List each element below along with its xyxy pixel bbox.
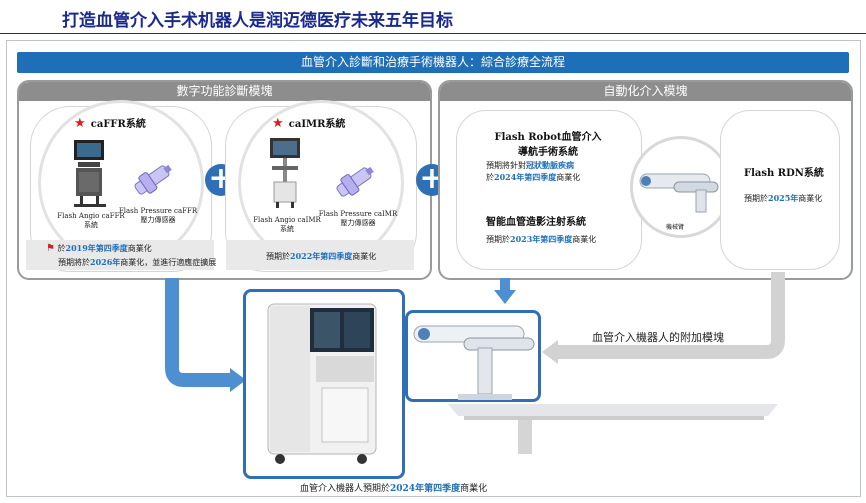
- star-icon: ★: [272, 116, 284, 131]
- caimr-sensor-image: [336, 166, 374, 197]
- automation-header: 自動化介入模塊: [440, 82, 851, 101]
- center-flow-arrowhead: [494, 290, 516, 304]
- caffr-sensor-image: [134, 164, 172, 195]
- caffr-device1-label: Flash Angio caFFR 系統: [57, 212, 125, 229]
- robot-arm-label: 機械臂: [666, 224, 685, 231]
- caffr-console-image: [74, 140, 106, 207]
- injection-name: 智能血管造影注射系統: [486, 217, 586, 228]
- caffr-circle: [38, 100, 204, 266]
- figure-frame: [6, 40, 861, 497]
- rdn-line: 預期於2025年商業化: [744, 193, 823, 203]
- robot-arm-table-image: [413, 325, 778, 454]
- addon-flow-arrowhead: [542, 340, 558, 364]
- page-title: 打造血管介入手术机器人是润迈德医疗未来五年目标: [62, 11, 453, 31]
- left-flow-arrowhead: [230, 368, 246, 392]
- robot-arm-frame: [405, 310, 541, 402]
- caffr-note-strip: [26, 240, 214, 270]
- addon-flow-arrow: [556, 272, 785, 359]
- robot-cart-image: [267, 303, 377, 464]
- caffr-title: ★ caFFR系統: [74, 116, 146, 131]
- caffr-note1: ⚑ 於2019年第四季度商業化: [46, 243, 152, 254]
- addon-label: 血管介入機器人的附加模塊: [592, 331, 724, 344]
- caimr-console-image: [270, 138, 300, 208]
- title-divider: [0, 33, 866, 34]
- robot-card: [456, 110, 642, 270]
- left-flow-arrow: [165, 278, 232, 387]
- digital-diagnosis-header: 數字功能診斷模塊: [19, 82, 430, 101]
- caffr-note2: 預期將於2026年商業化，並進行適應症擴展: [58, 257, 217, 267]
- caimr-note-strip: [226, 240, 414, 270]
- robot-arm-image: [639, 173, 719, 213]
- caimr-title: ★ caIMR系統: [272, 116, 346, 131]
- caimr-device1-label: Flash Angio caIMR 系統: [253, 216, 321, 233]
- injection-line: 預期於2023年第四季度商業化: [486, 234, 597, 244]
- robot-name: Flash Robot血管介入 導航手術系統: [494, 132, 602, 158]
- center-flow-arrow: [500, 278, 510, 292]
- flag-icon: ⚑: [46, 243, 55, 254]
- rdn-card: [720, 110, 840, 270]
- caimr-device2-label: Flash Pressure caIMR 壓力傳感器: [318, 210, 398, 227]
- robot-line1: 預期將針對冠狀動脈疾病: [486, 160, 574, 170]
- star-icon: ★: [74, 116, 86, 131]
- caimr-note: 預期於2022年第四季度商業化: [266, 251, 377, 261]
- rdn-name: Flash RDN系統: [744, 168, 824, 179]
- robot-line2: 於2024年第四季度商業化: [486, 172, 581, 182]
- caffr-device2-label: Flash Pressure caFFR 壓力傳感器: [118, 207, 198, 224]
- overview-banner: 血管介入診斷和治療手術機器人：綜合診療全流程: [17, 52, 849, 73]
- bottom-caption: 血管介入機器人預期於2024年第四季度商業化: [300, 484, 488, 494]
